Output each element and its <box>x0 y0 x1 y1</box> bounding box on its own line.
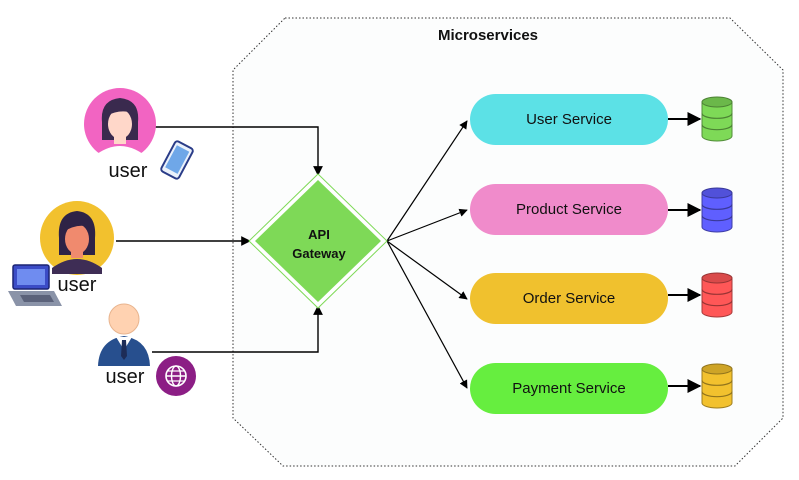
user-avatar-2 <box>40 201 114 275</box>
phone-icon <box>160 140 194 180</box>
connector-gateway-payment-service <box>386 240 468 389</box>
gateway-diamond <box>255 180 381 302</box>
user-avatar-1 <box>84 88 156 160</box>
gateway-label-line1: API <box>308 227 330 242</box>
order-service[interactable]: Order Service <box>470 273 668 324</box>
connector-user3-gateway <box>152 305 323 353</box>
user-service-database-icon <box>701 96 733 142</box>
container-title: Microservices <box>437 27 539 44</box>
product-service[interactable]: Product Service <box>470 184 668 235</box>
globe-icon <box>156 356 196 396</box>
order-service-database-icon <box>701 272 733 318</box>
product-service-database-icon <box>701 187 733 233</box>
user-label-1: user <box>108 160 148 182</box>
gateway-label-line2: Gateway <box>292 246 346 261</box>
payment-service-database-icon <box>701 363 733 409</box>
payment-service[interactable]: Payment Service <box>470 363 668 414</box>
gateway-label[interactable]: API Gateway <box>279 225 359 263</box>
connector-gateway-order-service <box>386 240 468 300</box>
user-service[interactable]: User Service <box>470 94 668 145</box>
user-label-2: user <box>57 274 97 296</box>
connector-gateway-user-service <box>386 120 468 242</box>
connector-user1-gateway <box>152 126 323 176</box>
user-avatar-3 <box>98 303 150 366</box>
user-label-3: user <box>105 366 145 388</box>
connector-gateway-product-service <box>386 208 468 242</box>
laptop-icon <box>8 264 62 306</box>
